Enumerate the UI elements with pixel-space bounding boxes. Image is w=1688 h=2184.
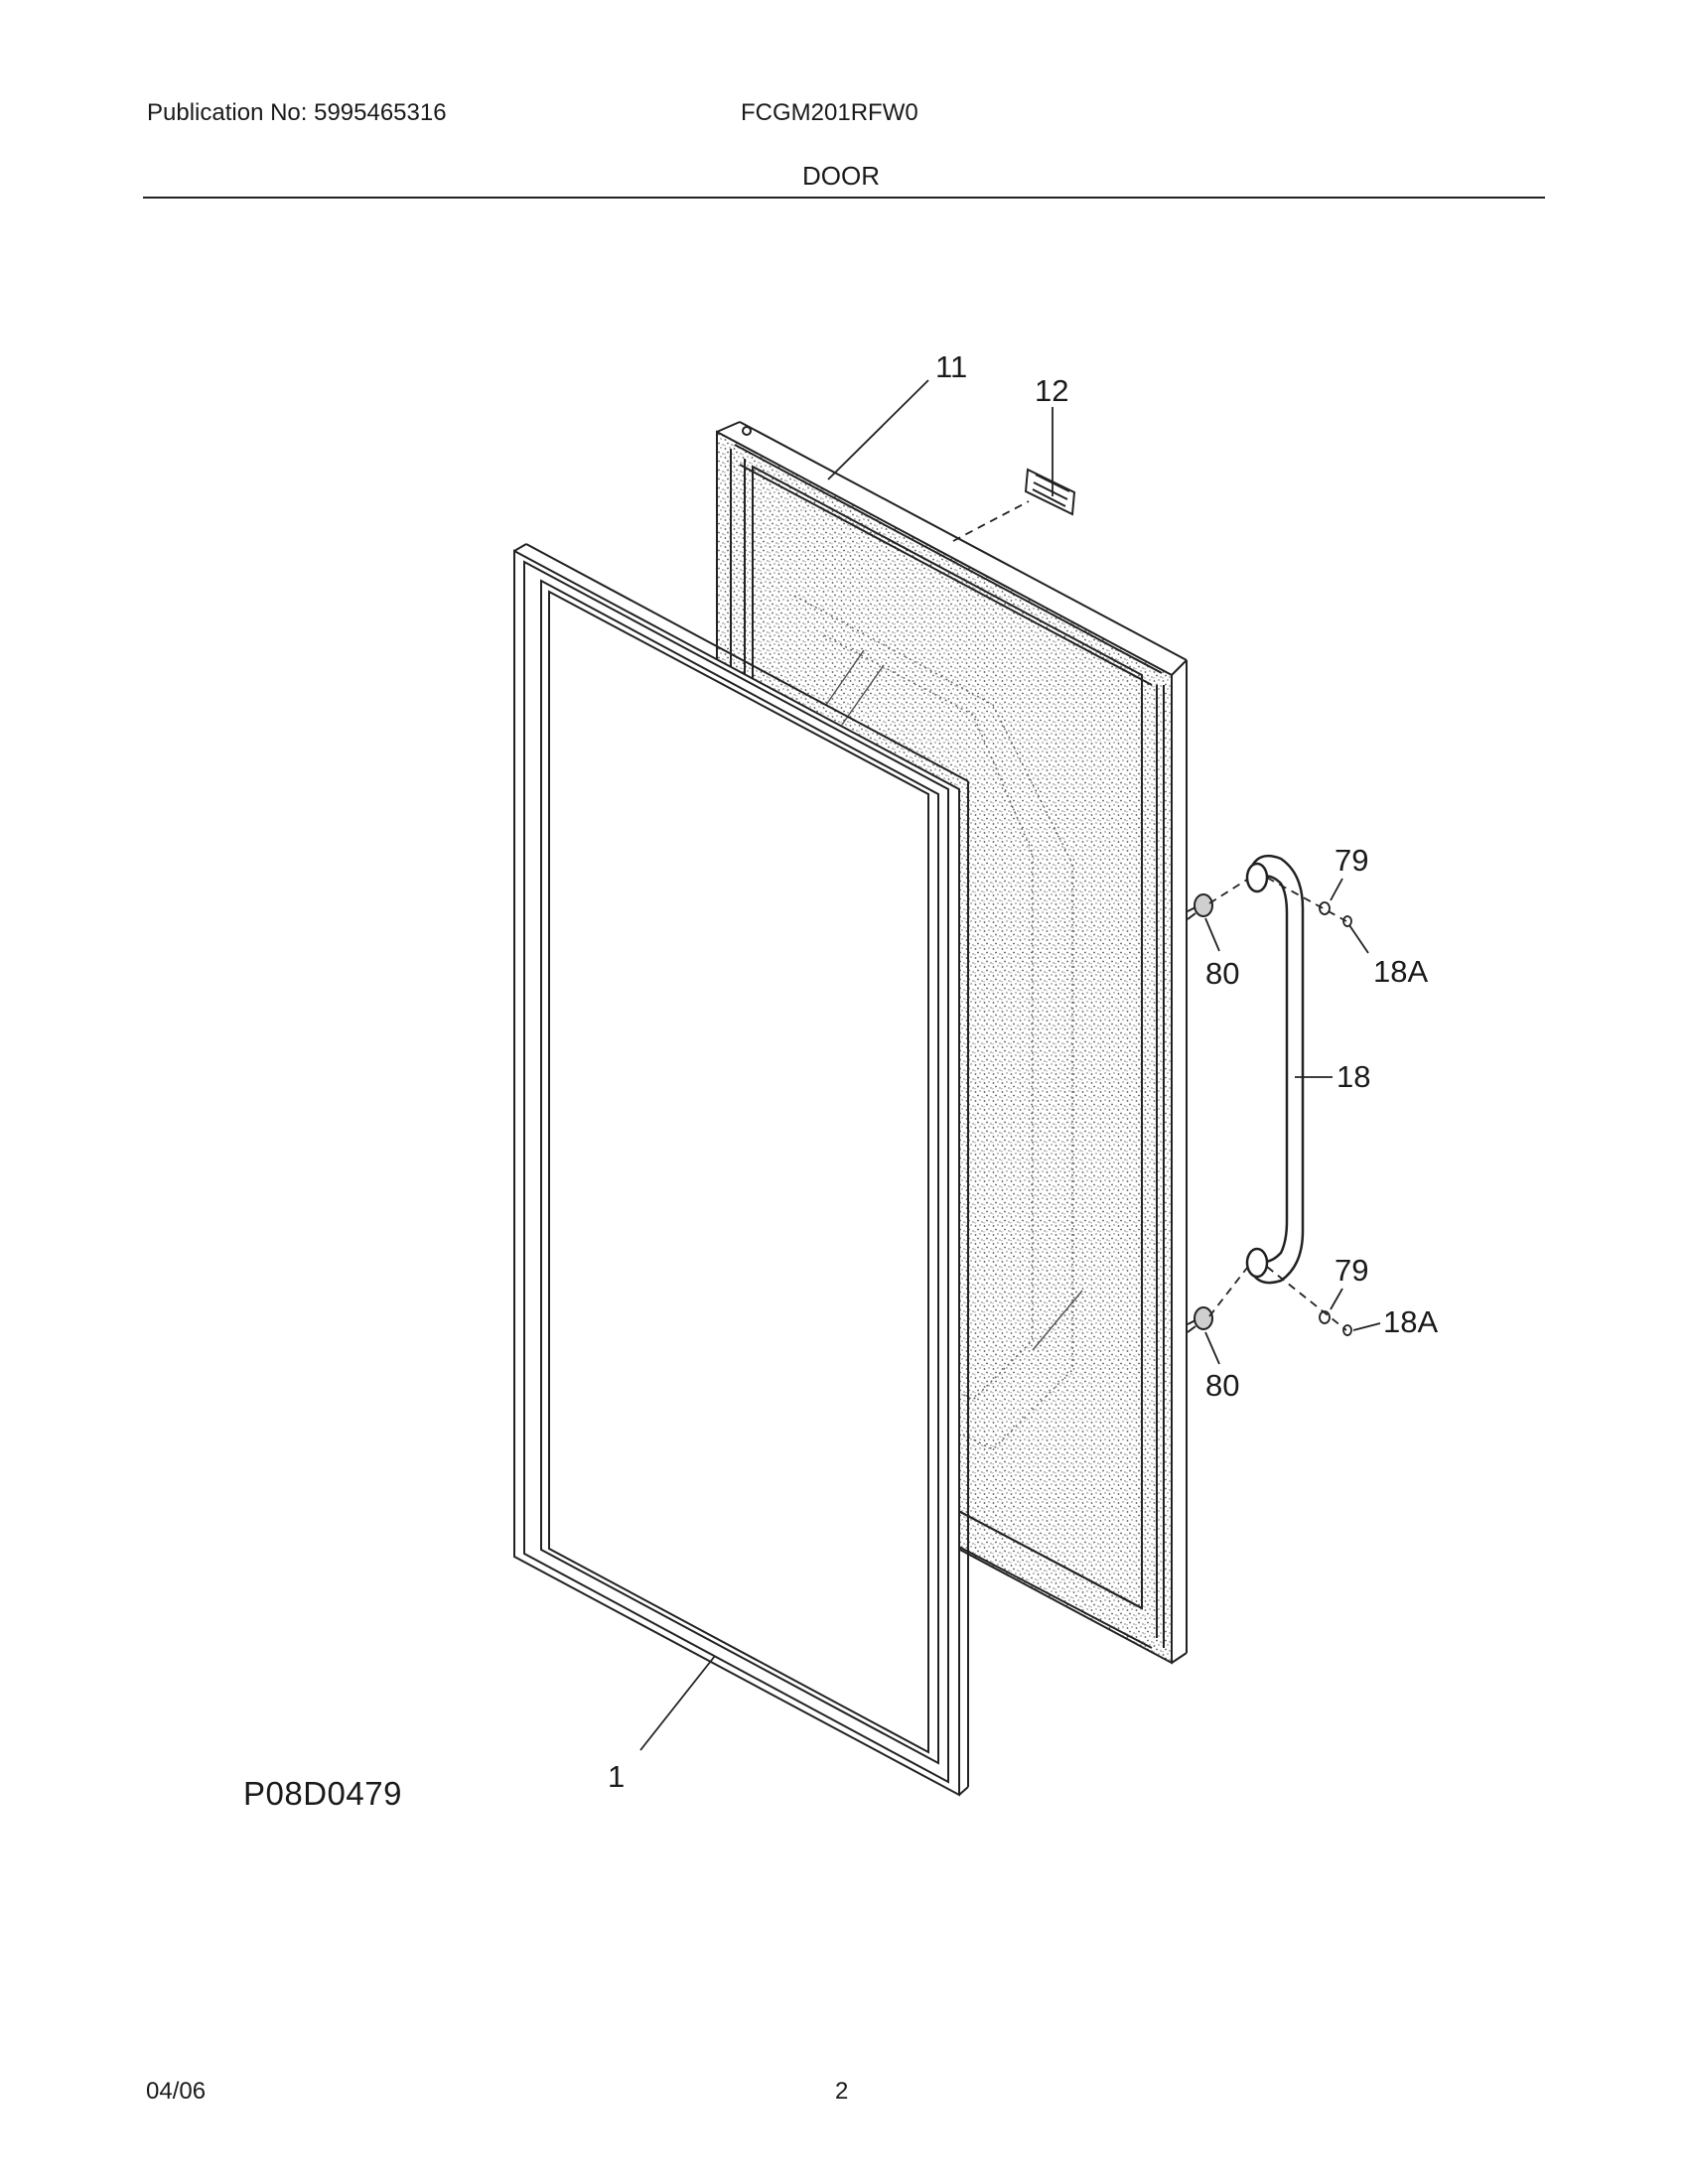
leader-lines xyxy=(639,379,1381,1751)
door-handle xyxy=(1245,854,1305,1285)
figure-id: P08D0479 xyxy=(243,1775,402,1812)
screw-top xyxy=(1319,901,1331,915)
footer-date: 04/06 xyxy=(146,2078,207,2105)
section-title: DOOR xyxy=(802,161,880,191)
callout-18: 18 xyxy=(1336,1059,1370,1094)
callout-18a-top: 18A xyxy=(1373,954,1428,989)
plug-top xyxy=(1342,915,1352,927)
assembly-lines xyxy=(952,500,1347,1331)
callout-79-bottom: 79 xyxy=(1335,1253,1368,1288)
callout-12: 12 xyxy=(1035,373,1068,408)
spacer-top xyxy=(1187,893,1213,920)
callout-11: 11 xyxy=(935,349,967,384)
callout-80-top: 80 xyxy=(1205,956,1239,991)
callout-80-bottom: 80 xyxy=(1205,1368,1239,1403)
page-number: 2 xyxy=(835,2078,849,2105)
callout-18a-bottom: 18A xyxy=(1383,1304,1438,1339)
callout-79-top: 79 xyxy=(1335,843,1368,878)
model-number: FCGM201RFW0 xyxy=(741,99,918,126)
callout-1: 1 xyxy=(608,1759,625,1794)
header-rule xyxy=(143,197,1545,199)
publication-number: Publication No: 5995465316 xyxy=(147,99,447,126)
label-decal xyxy=(1024,468,1076,516)
spacer-bottom xyxy=(1187,1306,1213,1333)
plug-bottom xyxy=(1342,1324,1352,1336)
door-gasket xyxy=(513,543,969,1797)
